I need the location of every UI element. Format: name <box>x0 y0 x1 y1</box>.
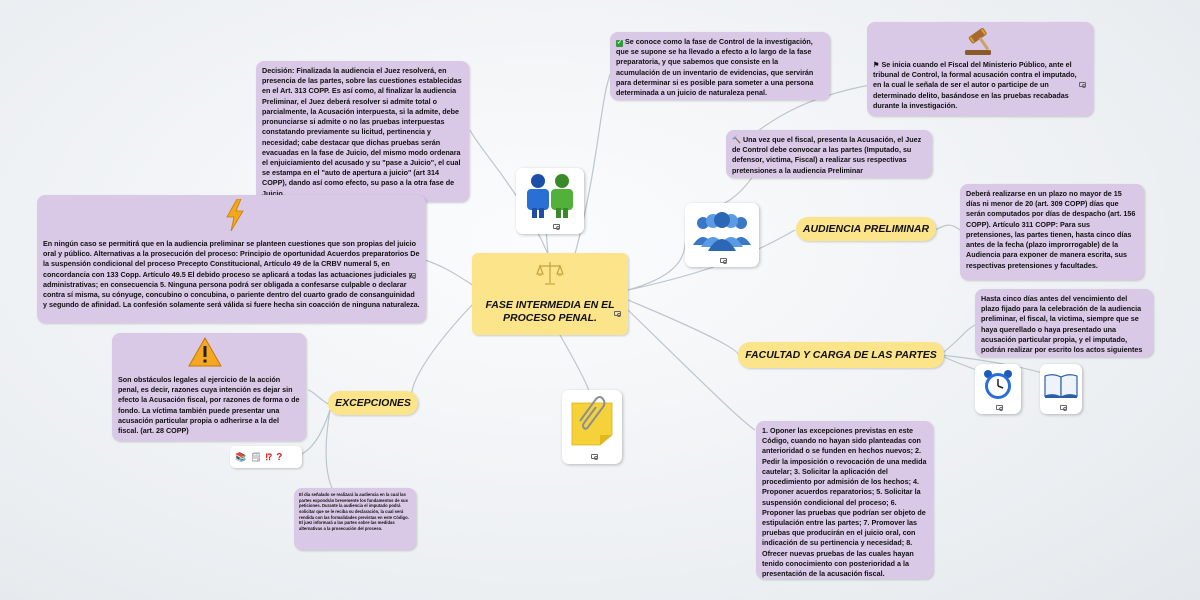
hammer-icon: 🔨 <box>732 135 741 144</box>
note-control-text: ✓Se conoce como la fase de Control de la… <box>616 37 814 98</box>
notepad-icon: 🗒 <box>250 451 262 462</box>
note-fiscal-text: ⚑Se inicia cuando el Fiscal del Minister… <box>873 60 1077 110</box>
warning-icon <box>188 337 222 367</box>
image-card-group[interactable] <box>685 203 759 267</box>
image-icon[interactable] <box>1060 405 1067 411</box>
note-oponer: 1. Oponer las excepciones previstas en e… <box>756 421 933 579</box>
note-dia-senalado-text: El día señalado se realizará la audienci… <box>299 492 409 532</box>
topic-facultad-label: FACULTAD Y CARGA DE LAS PARTES <box>745 349 937 361</box>
image-icon[interactable] <box>409 273 416 279</box>
question-icon: ? <box>276 451 283 463</box>
note-convocar-text: 🔨Una vez que el fiscal, presenta la Acus… <box>732 135 922 175</box>
note-control: ✓Se conoce como la fase de Control de la… <box>610 32 830 100</box>
topic-excepciones[interactable]: EXCEPCIONES <box>328 391 418 415</box>
note-decision-text: Decisión: Finalizada la audiencia el Jue… <box>262 66 462 198</box>
clock-icon <box>984 370 1012 399</box>
note-plazo: Deberá realizarse en un plazo no mayor d… <box>960 184 1144 280</box>
note-oponer-text: 1. Oponer las excepciones previstas en e… <box>762 426 927 579</box>
image-icon[interactable] <box>591 454 598 460</box>
image-icon[interactable] <box>720 258 727 264</box>
note-hasta-cinco-text: Hasta cinco días antes del vencimiento d… <box>981 294 1143 355</box>
central-topic[interactable]: FASE INTERMEDIA EN EL PROCESO PENAL. <box>472 253 628 335</box>
note-ningun-caso-text: En ningún caso se permitirá que en la au… <box>43 239 420 310</box>
note-hasta-cinco: Hasta cinco días antes del vencimiento d… <box>975 289 1153 357</box>
books-icon: 📚 <box>235 451 247 462</box>
check-icon: ✓ <box>616 40 623 47</box>
image-icon[interactable] <box>553 224 560 230</box>
paperclip-icon <box>571 396 613 446</box>
scales-icon <box>536 262 564 285</box>
exclamation-question-icon: ⁉ <box>265 451 273 462</box>
lightning-icon <box>226 199 244 231</box>
people-icon <box>527 174 573 218</box>
image-card-clock[interactable] <box>975 364 1021 414</box>
group-icon <box>693 212 751 251</box>
image-card-book[interactable] <box>1040 364 1082 414</box>
image-card-paperclip[interactable] <box>562 390 622 464</box>
topic-audiencia-preliminar[interactable]: AUDIENCIA PRELIMINAR <box>796 217 936 241</box>
topic-facultad-carga[interactable]: FACULTAD Y CARGA DE LAS PARTES <box>738 342 944 368</box>
image-icon[interactable] <box>996 405 1003 411</box>
note-obstaculos: Son obstáculos legales al ejercicio de l… <box>112 333 306 441</box>
marker-icons-row: 📚 🗒 ⁉ ? <box>230 446 302 468</box>
image-card-people[interactable] <box>516 168 584 234</box>
image-icon[interactable] <box>614 311 621 317</box>
gavel-icon <box>965 28 991 55</box>
flag-icon: ⚑ <box>873 60 880 69</box>
image-icon[interactable] <box>1079 82 1086 88</box>
central-topic-title: FASE INTERMEDIA EN EL PROCESO PENAL. <box>485 299 615 325</box>
note-obstaculos-text: Son obstáculos legales al ejercicio de l… <box>118 375 300 436</box>
note-dia-senalado: El día señalado se realizará la audienci… <box>294 488 416 550</box>
book-icon <box>1044 374 1078 398</box>
topic-audiencia-label: AUDIENCIA PRELIMINAR <box>802 223 930 235</box>
topic-excepciones-label: EXCEPCIONES <box>335 397 411 409</box>
note-convocar: 🔨Una vez que el fiscal, presenta la Acus… <box>726 130 932 178</box>
note-fiscal: ⚑Se inicia cuando el Fiscal del Minister… <box>867 22 1093 116</box>
note-plazo-text: Deberá realizarse en un plazo no mayor d… <box>966 189 1136 270</box>
note-ningun-caso: En ningún caso se permitirá que en la au… <box>37 195 426 323</box>
note-decision: Decisión: Finalizada la audiencia el Jue… <box>256 61 469 202</box>
